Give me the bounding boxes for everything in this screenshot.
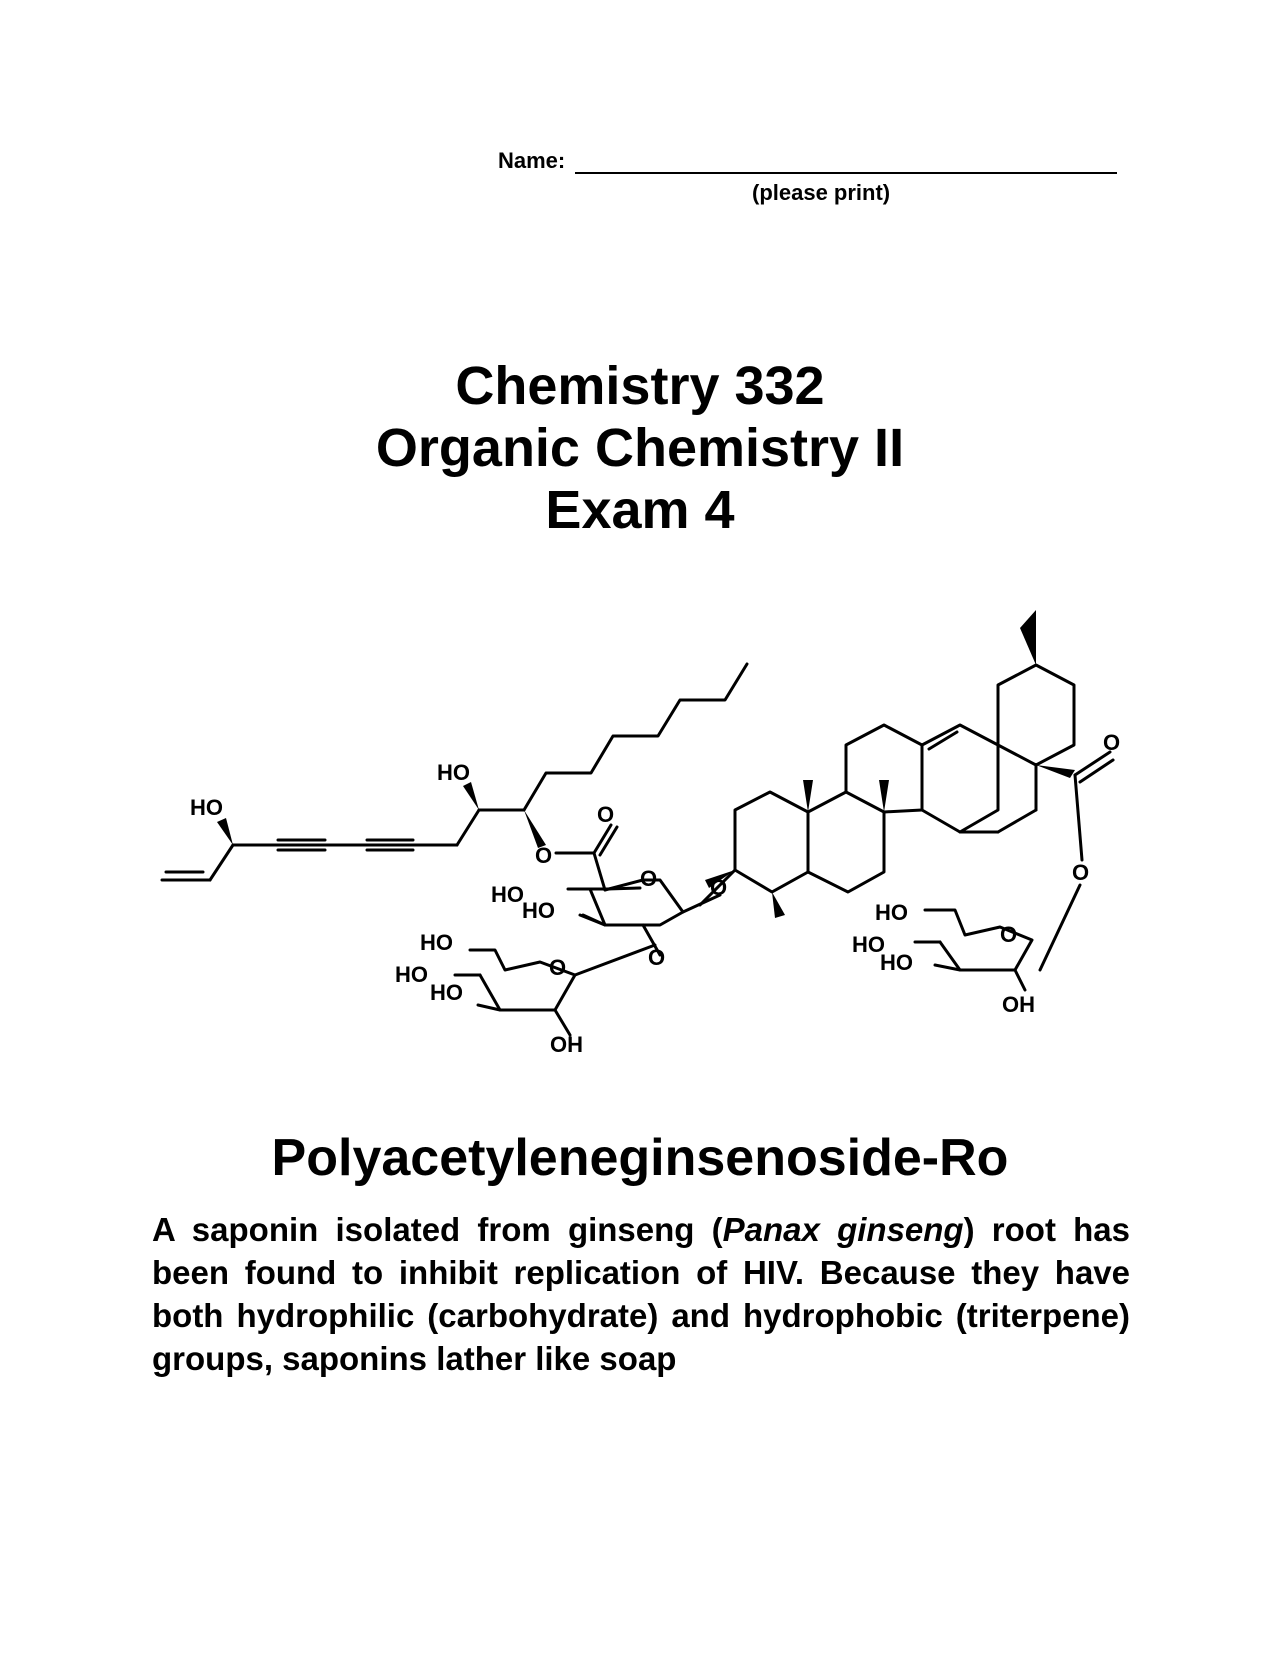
label-glc1-ho1: HO xyxy=(395,962,428,987)
label-ester-o: O xyxy=(535,843,552,868)
compound-name: Polyacetyleneginsenoside-Ro xyxy=(271,1129,1009,1187)
label-glc1-ho2: HO xyxy=(430,980,463,1005)
molecule-structure-diagram: HO HO O O O HO HO O O HO HO HO O OH O O … xyxy=(160,610,1120,1057)
name-blank-line[interactable] xyxy=(575,152,1118,174)
compound-description: A saponin isolated from ginseng (Panax g… xyxy=(152,1208,1130,1380)
label-triterpene-carbonyl-o: O xyxy=(1103,730,1120,755)
label-glucuronide-ho1: HO xyxy=(491,882,524,907)
label-glc2-oh: OH xyxy=(1002,992,1035,1017)
label-ho-chain: HO xyxy=(437,760,470,785)
description-part-2: ) root has been found to inhibit replica… xyxy=(152,1211,1130,1377)
label-glc2-ho1: HO xyxy=(852,932,885,957)
name-hint: (please print) xyxy=(752,180,891,205)
label-glc1-oh: OH xyxy=(550,1032,583,1057)
label-glycosidic-o: O xyxy=(648,945,665,970)
label-glc1-ring-o: O xyxy=(549,955,566,980)
label-ho-left: HO xyxy=(190,795,223,820)
label-triterpene-ester-o: O xyxy=(1072,860,1089,885)
label-glc2-ch2oh: HO xyxy=(875,900,908,925)
label-glc2-ring-o: O xyxy=(1000,922,1017,947)
name-field-row: Name: xyxy=(498,148,1118,174)
label-aglycone-o: O xyxy=(710,875,727,900)
description-part-1: A saponin isolated from ginseng ( xyxy=(152,1211,723,1248)
label-glucuronide-ring-o: O xyxy=(640,866,657,891)
species-name: Panax ginseng xyxy=(722,1211,964,1248)
label-glc1-ch2oh: HO xyxy=(420,930,453,955)
label-carbonyl-o: O xyxy=(597,802,614,827)
exam-number: Exam 4 xyxy=(545,480,735,540)
subject-title: Organic Chemistry II xyxy=(375,418,905,478)
name-label: Name: xyxy=(498,148,566,173)
label-glc2-ho2: HO xyxy=(880,950,913,975)
course-title: Chemistry 332 xyxy=(455,356,825,416)
label-glucuronide-ho2: HO xyxy=(522,898,555,923)
exam-title-block: Chemistry 332 Organic Chemistry II Exam … xyxy=(0,355,1280,541)
